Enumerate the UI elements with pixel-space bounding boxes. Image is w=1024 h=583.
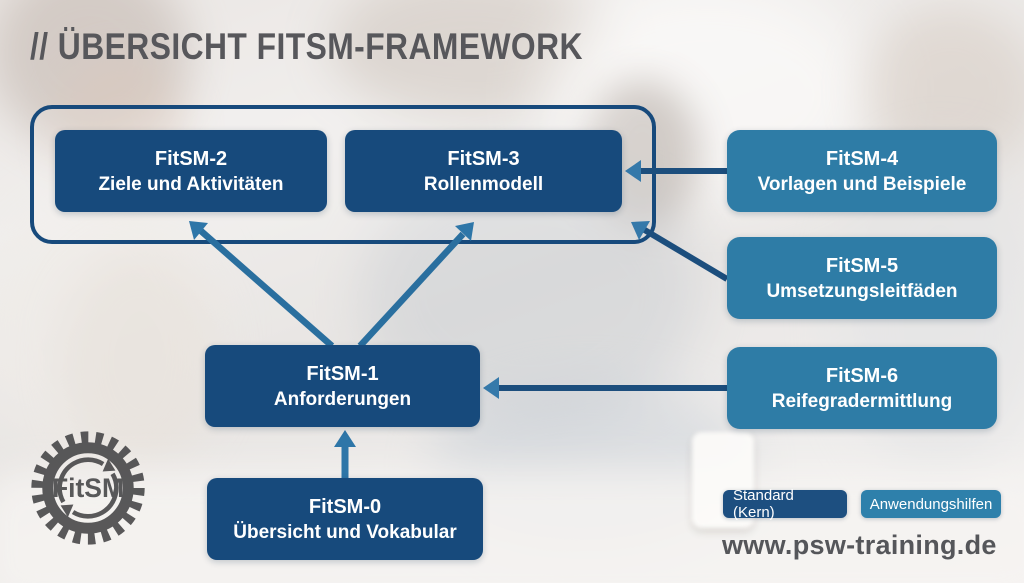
page-title: // ÜBERSICHT FITSM-FRAMEWORK (30, 26, 583, 67)
node-fitsm5: FitSM-5 Umsetzungsleitfäden (727, 237, 997, 319)
node-fitsm2: FitSM-2 Ziele und Aktivitäten (55, 130, 327, 212)
node-title: FitSM-0 (308, 495, 382, 518)
fitsm-gear-logo: FitSM (31, 431, 145, 545)
gear-arrow-tip (60, 504, 74, 518)
node-title: FitSM-3 (447, 147, 520, 170)
legend-standard-label: Standard (Kern) (733, 487, 794, 521)
node-title: FitSM-6 (825, 364, 899, 387)
logo-text: FitSM (52, 473, 124, 503)
website-url: www.psw-training.de (722, 530, 997, 560)
arrow-fitsm1-to-fitsm3 (357, 222, 474, 349)
photo-blob (0, 470, 1024, 583)
gear-inner-arrows (57, 457, 119, 519)
node-subtitle: Reifegradermittlung (771, 390, 953, 412)
gear-teeth (31, 431, 145, 545)
node-subtitle: Umsetzungsleitfäden (766, 280, 958, 302)
node-title: FitSM-5 (825, 254, 899, 277)
node-subtitle: Übersicht und Vokabular (233, 521, 457, 543)
legend-anwendungshilfen: Anwendungshilfen (861, 490, 1001, 518)
arrow-fitsm6-to-fitsm1 (483, 377, 727, 399)
node-fitsm3: FitSM-3 Rollenmodell (345, 130, 622, 212)
arrow-fitsm0-to-fitsm1 (334, 430, 356, 478)
node-title: FitSM-1 (306, 362, 379, 385)
node-subtitle: Ziele und Aktivitäten (98, 173, 284, 195)
node-subtitle: Vorlagen und Beispiele (757, 173, 967, 195)
arrow-fitsm4-to-fitsm3 (625, 160, 727, 182)
gear-arrow-tip (102, 458, 116, 472)
node-title: FitSM-2 (154, 147, 228, 170)
node-subtitle: Rollenmodell (423, 173, 544, 195)
arrow-fitsm5-to-group (631, 221, 729, 282)
node-title: FitSM-4 (825, 147, 899, 170)
node-fitsm6: FitSM-6 Reifegradermittlung (727, 347, 997, 429)
arrow-fitsm1-to-fitsm2 (189, 221, 335, 349)
legend-anwendungshilfen-label: Anwendungshilfen (869, 495, 993, 513)
node-fitsm1: FitSM-1 Anforderungen (205, 345, 480, 427)
gear-ring (42, 442, 134, 534)
node-fitsm0: FitSM-0 Übersicht und Vokabular (207, 478, 483, 560)
legend-standard: Standard (Kern) (723, 487, 847, 521)
node-fitsm4: FitSM-4 Vorlagen und Beispiele (727, 130, 997, 212)
node-subtitle: Anforderungen (273, 388, 412, 410)
